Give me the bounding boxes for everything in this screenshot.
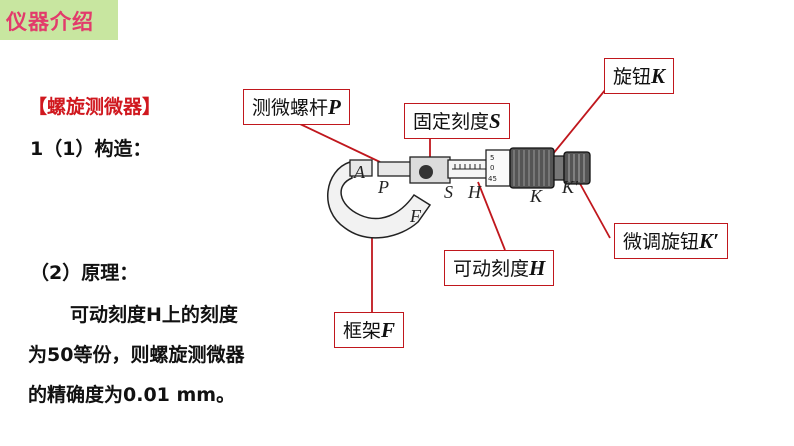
connector-knob <box>547 83 611 161</box>
principle-line-2: 为50等份，则螺旋测微器 <box>28 344 245 366</box>
callout-spindle-text: 测微螺杆 <box>252 97 329 119</box>
label-A: A <box>353 162 366 182</box>
label-K-prime: K′ <box>561 177 579 197</box>
label-S: S <box>444 182 453 202</box>
callout-frame-text: 框架 <box>343 320 382 342</box>
callout-fixed-scale-text: 固定刻度 <box>413 111 490 133</box>
callout-fine-knob-text: 微调旋钮 <box>623 231 700 253</box>
connector-fine-knob <box>577 179 611 239</box>
principle-label: （2）原理： <box>30 262 139 284</box>
callout-fixed-scale-symbol: S <box>489 109 501 133</box>
callout-knob-text: 旋钮 <box>613 66 652 88</box>
callout-fine-knob: 微调旋钮K′ <box>614 223 728 259</box>
header-bar: 仪器介绍 <box>0 0 118 40</box>
label-K: K <box>529 186 543 206</box>
callout-frame: 框架F <box>334 312 405 348</box>
callout-knob-symbol: K <box>651 64 666 88</box>
section-title: 【螺旋测微器】 <box>28 96 162 118</box>
structure-label: 1（1）构造： <box>30 138 152 160</box>
tick-0: 0 <box>490 164 494 172</box>
spindle-shape <box>377 161 413 177</box>
callout-fine-knob-symbol: K′ <box>699 229 719 253</box>
callout-knob: 旋钮K <box>604 58 675 94</box>
connector-spindle <box>299 123 381 163</box>
tick-45: 45 <box>488 175 497 183</box>
label-P: P <box>377 177 389 197</box>
callout-spindle-symbol: P <box>328 95 341 119</box>
label-H: H <box>467 182 482 202</box>
callout-frame-symbol: F <box>381 318 396 342</box>
header-title: 仪器介绍 <box>6 10 94 34</box>
knob-shape <box>509 147 555 189</box>
callout-movable-scale-text: 可动刻度 <box>453 258 530 280</box>
lock-screw <box>419 165 433 179</box>
callout-movable-scale: 可动刻度H <box>444 250 555 286</box>
principle-line-3: 的精确度为0.01 mm。 <box>28 384 236 406</box>
principle-line-1: 可动刻度H上的刻度 <box>70 304 238 326</box>
frame-shape <box>327 161 432 239</box>
anvil <box>349 159 373 177</box>
callout-movable-scale-symbol: H <box>529 256 546 280</box>
tick-5: 5 <box>490 154 494 162</box>
callout-spindle: 测微螺杆P <box>243 89 350 125</box>
thimble-shape <box>485 149 511 187</box>
callout-fixed-scale: 固定刻度S <box>404 103 510 139</box>
label-F: F <box>409 206 422 226</box>
callout-connectors <box>299 83 611 315</box>
connector-movable-scale <box>477 181 506 251</box>
